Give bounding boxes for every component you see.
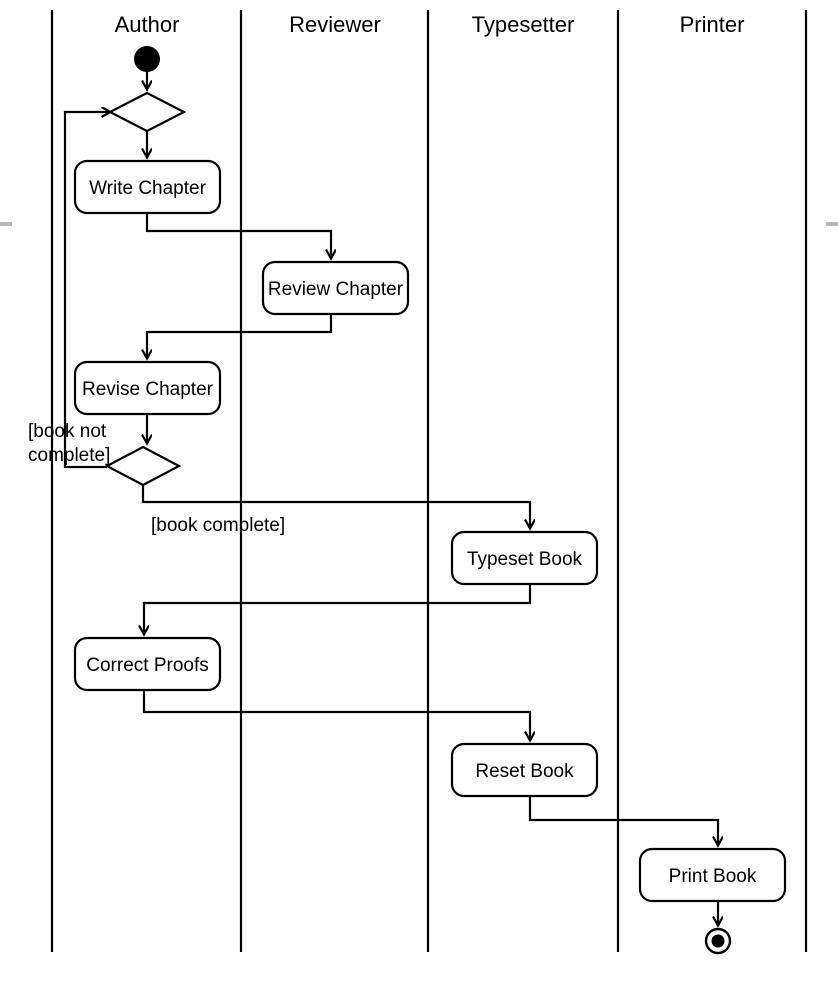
action-label-correct-proofs: Correct Proofs: [86, 655, 208, 676]
action-label-review-chapter: Review Chapter: [268, 279, 404, 300]
node-merge[interactable]: [107, 91, 187, 133]
node-final[interactable]: [704, 927, 732, 955]
initial-node-circle[interactable]: [134, 46, 160, 72]
action-box-correct-proofs[interactable]: [73, 636, 222, 692]
node-reset-book[interactable]: Reset Book: [450, 742, 599, 798]
final-node-ring: [704, 927, 732, 955]
node-revise-chapter[interactable]: Revise Chapter: [73, 360, 222, 416]
action-box-review-chapter[interactable]: [261, 260, 410, 316]
action-label-revise-chapter: Revise Chapter: [82, 379, 214, 400]
merge-node-diamond-merge[interactable]: [107, 91, 187, 133]
lane-title-typesetter: Typesetter: [472, 12, 575, 37]
guard-book-complete: [book complete]: [151, 515, 285, 536]
action-label-typeset-book: Typeset Book: [467, 549, 583, 570]
node-decision[interactable]: [104, 445, 182, 487]
action-box-typeset-book[interactable]: [450, 530, 599, 586]
node-typeset-book[interactable]: Typeset Book: [450, 530, 599, 586]
action-box-print-book[interactable]: [638, 847, 787, 903]
node-write-chapter[interactable]: Write Chapter: [73, 159, 222, 215]
edge-e-write-review: [145, 213, 331, 258]
decision-node-diamond-decision[interactable]: [104, 445, 182, 487]
edge-e-decision-merge: [63, 112, 110, 469]
lane-title-printer: Printer: [680, 12, 745, 37]
lane-title-reviewer: Reviewer: [289, 12, 381, 37]
node-review-chapter[interactable]: Review Chapter: [261, 260, 410, 316]
edge-e-typeset-correct: [144, 584, 532, 634]
action-label-reset-book: Reset Book: [475, 761, 574, 782]
swimlane-dividers: [50, 10, 808, 952]
edge-e-decision-typeset: [141, 485, 530, 528]
lane-title-author: Author: [115, 12, 180, 37]
action-label-write-chapter: Write Chapter: [89, 178, 207, 199]
node-initial[interactable]: [134, 46, 160, 72]
flow-edges: [63, 72, 718, 925]
action-label-print-book: Print Book: [669, 866, 757, 887]
final-node-dot[interactable]: [711, 934, 725, 948]
edge-e-correct-reset: [142, 690, 530, 740]
action-box-write-chapter[interactable]: [73, 159, 222, 215]
edge-e-review-revise: [147, 314, 333, 358]
node-correct-proofs[interactable]: Correct Proofs: [73, 636, 222, 692]
edge-e-reset-print: [528, 796, 718, 845]
swimlane-titles: Author Reviewer Typesetter Printer: [115, 12, 745, 37]
action-box-reset-book[interactable]: [450, 742, 599, 798]
action-box-revise-chapter[interactable]: [73, 360, 222, 416]
node-print-book[interactable]: Print Book: [638, 847, 787, 903]
